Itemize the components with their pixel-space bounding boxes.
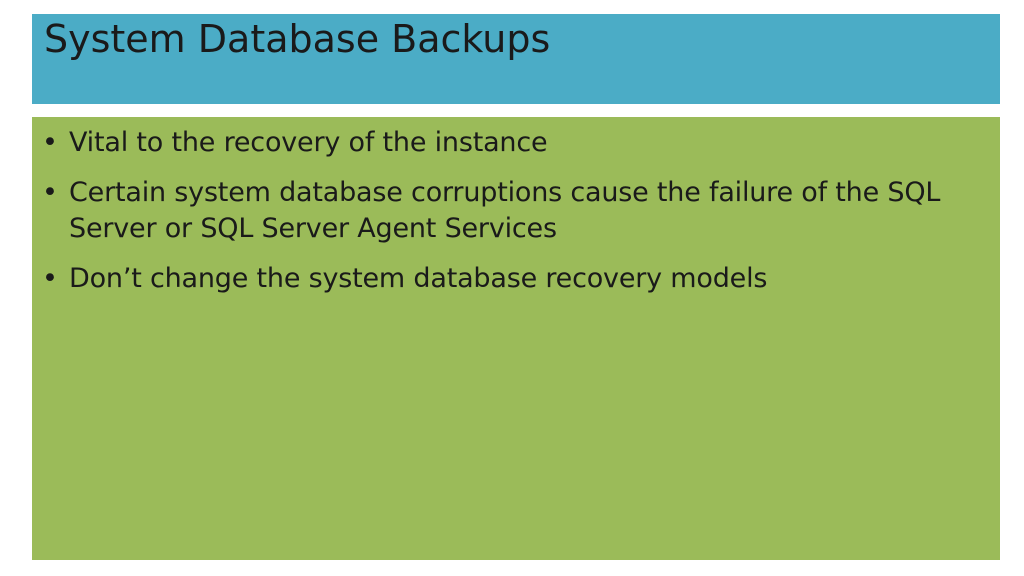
bullet-item: • Certain system database corruptions ca… [40, 175, 990, 247]
bullet-point: • [42, 177, 58, 208]
bullet-list: • Vital to the recovery of the instance … [40, 125, 990, 297]
bullet-text: Vital to the recovery of the instance [69, 127, 548, 158]
bullet-text: Certain system database corruptions caus… [69, 177, 941, 244]
bullet-text: Don’t change the system database recover… [69, 263, 768, 294]
bullet-point: • [42, 127, 58, 158]
bullet-point: • [42, 263, 58, 294]
slide-title: System Database Backups [44, 17, 551, 61]
title-bar: System Database Backups [32, 14, 1000, 104]
content-panel: • Vital to the recovery of the instance … [32, 117, 1000, 560]
bullet-item: • Don’t change the system database recov… [40, 261, 990, 297]
bullet-item: • Vital to the recovery of the instance [40, 125, 990, 161]
